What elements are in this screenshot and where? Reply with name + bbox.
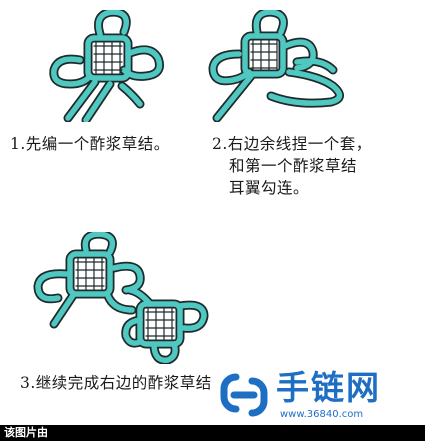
knot-illustration-2 [208,10,344,122]
step-2-line-1: 2.右边余线捏一个套， [212,135,372,153]
watermark-url: www.36840.com [280,409,364,420]
step-2-line-3: 耳翼勾连。 [229,179,310,197]
step-3-text: 3.继续完成右边的酢浆草结 [20,372,212,394]
caption-text: 该图片由 [4,426,48,439]
knot-illustration-3 [33,232,209,364]
step-2-text: 2.右边余线捏一个套， 和第一个酢浆草结 耳翼勾连。 [212,133,372,199]
chain-logo-icon [218,371,270,419]
knot-illustration-1 [49,10,164,122]
step-2-line-2: 和第一个酢浆草结 [229,157,358,175]
site-watermark: 手链网 www.36840.com [214,365,420,427]
step-1-text: 1.先编一个酢浆草结。 [10,133,170,155]
bottom-caption-bar: 该图片由 [0,425,425,441]
step-3-line: 3.继续完成右边的酢浆草结 [20,374,212,392]
step-1-line: 1.先编一个酢浆草结。 [10,135,170,153]
watermark-brand: 手链网 [276,368,381,407]
